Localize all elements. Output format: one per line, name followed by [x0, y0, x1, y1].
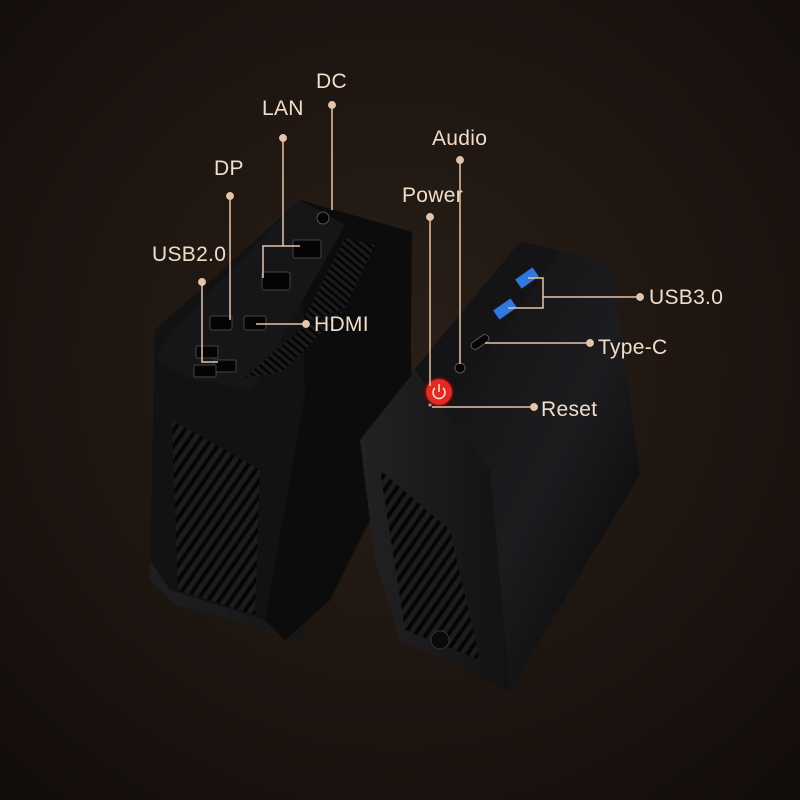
reset-pinhole [428, 403, 432, 407]
left-vent-grille [172, 420, 260, 615]
audio-jack [454, 362, 466, 374]
dc-port [316, 211, 330, 225]
right-vent-grille [380, 470, 480, 660]
type-c-label: Type-C [598, 336, 668, 359]
usb2-port-1 [195, 345, 219, 359]
usb3-port-2 [492, 297, 518, 321]
type-c-port [470, 334, 490, 350]
usb3-port-1 [514, 266, 540, 290]
lan-port-1 [292, 239, 322, 259]
left-io-vent-top [300, 238, 375, 325]
usb2-port-3 [193, 364, 217, 378]
dp-label: DP [214, 157, 244, 180]
lan-callout-b [262, 245, 283, 278]
hdmi-port [243, 315, 267, 331]
power-label: Power [402, 184, 464, 207]
hdmi-label: HDMI [314, 313, 369, 336]
reset-label: Reset [541, 398, 598, 421]
usb2-label: USB2.0 [152, 243, 227, 266]
usb2-callout [201, 282, 218, 363]
usb3-callout [528, 277, 640, 298]
audio-label: Audio [432, 127, 488, 150]
power-icon [432, 384, 446, 400]
lan-port-2 [261, 271, 291, 291]
usb3-label: USB3.0 [649, 286, 724, 309]
left-right-face [265, 200, 412, 640]
usb3-callout-b [508, 297, 544, 309]
left-io-vent-bottom [244, 310, 345, 378]
right-foot [430, 630, 450, 650]
device-right [360, 242, 640, 692]
dc-label: DC [316, 70, 347, 93]
dp-port [209, 315, 233, 331]
callout-lines [198, 101, 644, 411]
lan-label: LAN [262, 97, 304, 120]
